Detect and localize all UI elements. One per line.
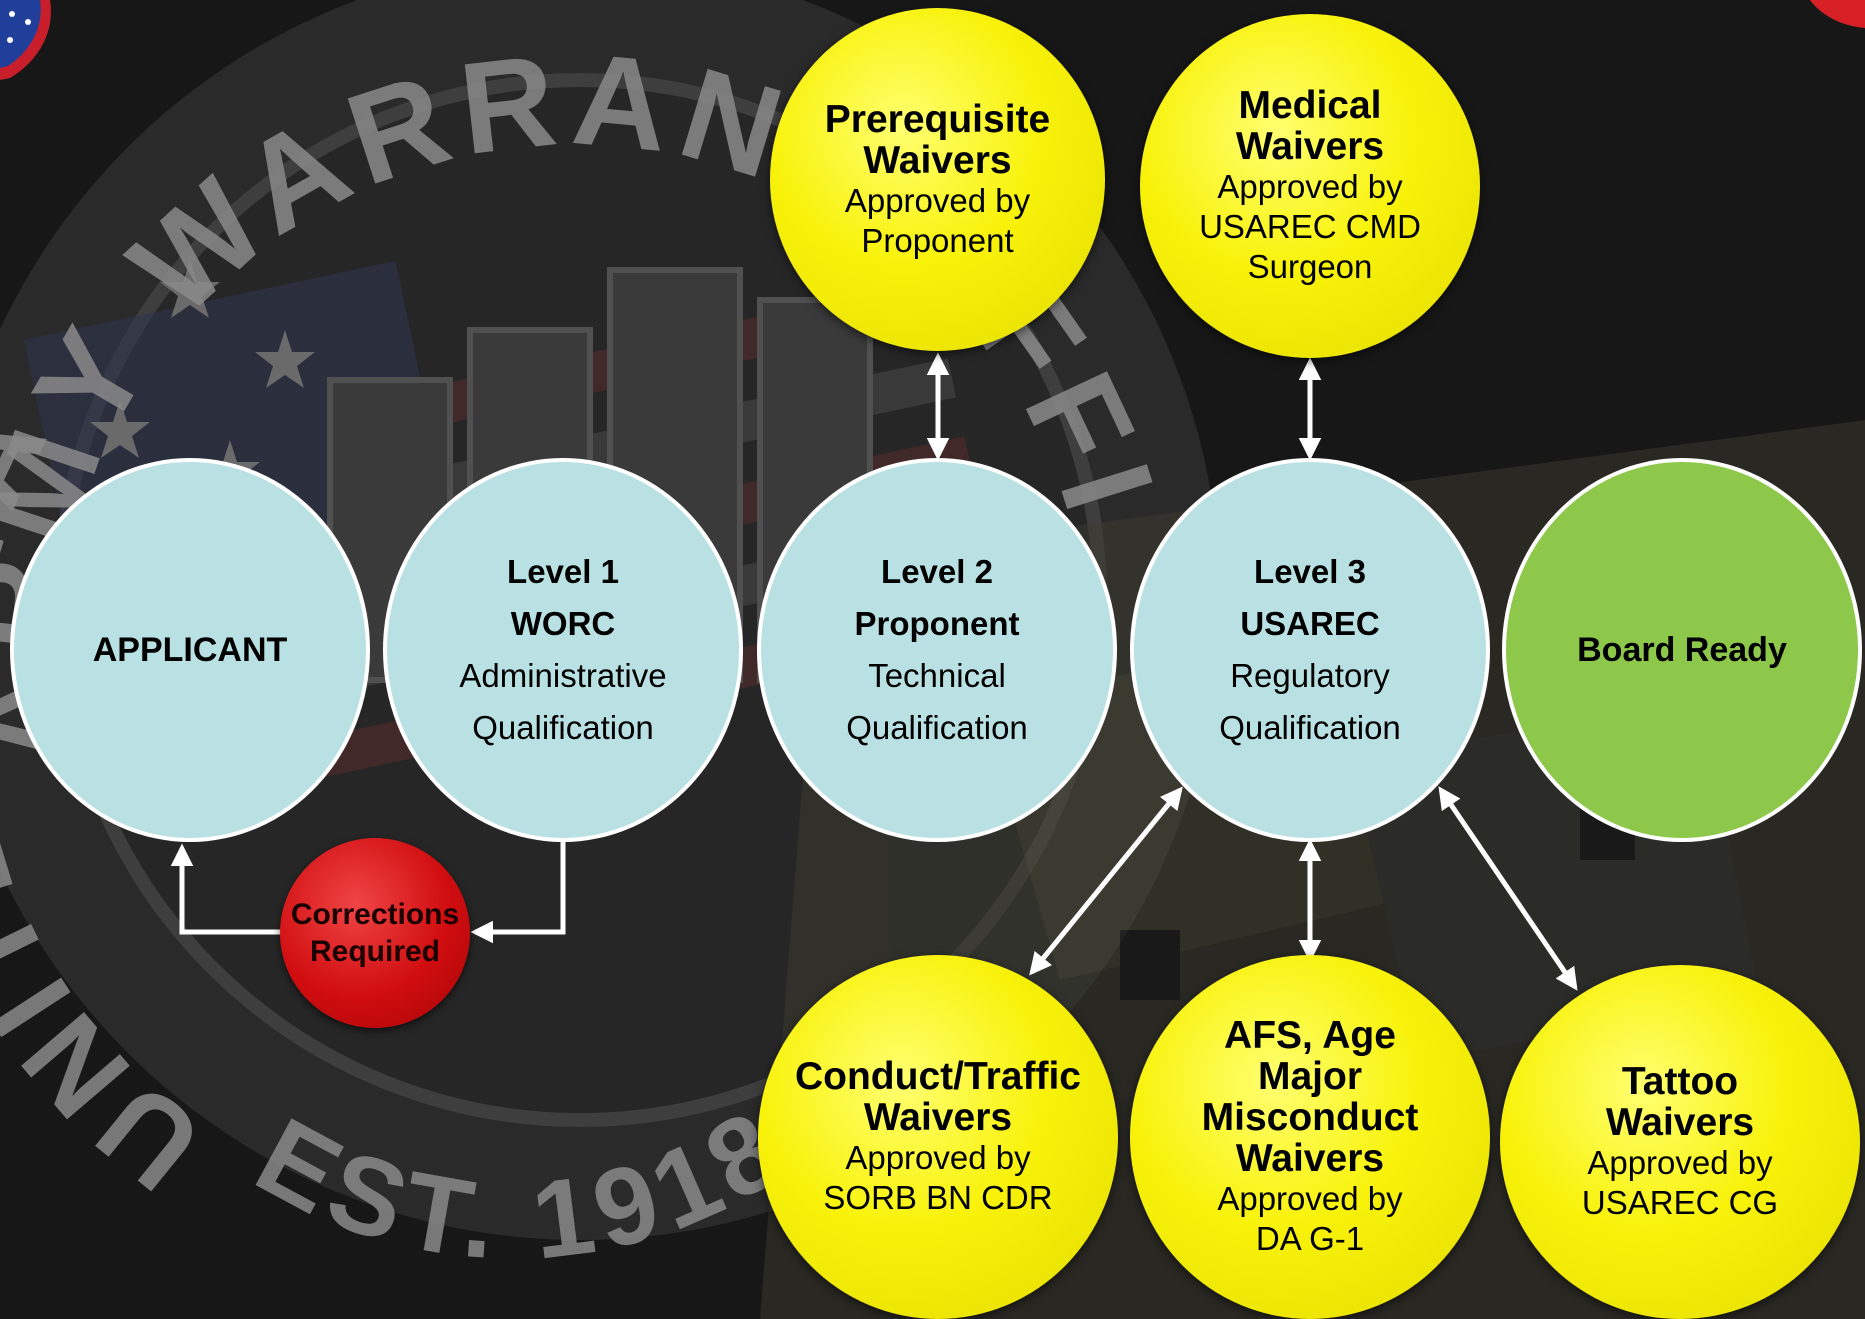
level1-line1: Administrative [459, 657, 667, 694]
level3-line1: Regulatory [1230, 657, 1390, 694]
tattoo-sub1: Approved by [1587, 1144, 1773, 1181]
level2-line1: Technical [868, 657, 1006, 694]
conduct-traffic-waivers-node: Conduct/Traffic Waivers Approved by SORB… [758, 955, 1118, 1319]
corner-logo-right [1810, 0, 1865, 28]
corrections-line2: Required [309, 935, 441, 968]
tattoo-title2: Waivers [1605, 1101, 1755, 1144]
afs-title1: AFS, Age [1224, 1014, 1396, 1057]
conduct-title2: Waivers [863, 1096, 1013, 1139]
corrections-line1: Corrections [290, 898, 460, 931]
conduct-title1: Conduct/Traffic [794, 1055, 1081, 1098]
afs-sub2: DA G-1 [1255, 1220, 1365, 1257]
medical-waivers-node: Medical Waivers Approved by USAREC CMD S… [1140, 14, 1480, 358]
tattoo-waivers-node: Tattoo Waivers Approved by USAREC CG [1500, 965, 1860, 1319]
prerequisite-title1: Prerequisite [824, 97, 1051, 141]
level1-org-label: WORC [510, 605, 616, 642]
level1-level-label: Level 1 [507, 553, 619, 590]
afs-title2: Major [1257, 1055, 1362, 1098]
level2-org-label: Proponent [854, 605, 1020, 642]
level2-line2: Qualification [846, 709, 1028, 746]
medical-title2: Waivers [1235, 125, 1385, 168]
board-ready-node: Board Ready [1502, 458, 1862, 842]
conduct-sub2: SORB BN CDR [823, 1179, 1053, 1216]
corner-logo-left [0, 0, 51, 80]
level3-line2: Qualification [1219, 709, 1401, 746]
medical-sub2: USAREC CMD [1199, 208, 1421, 245]
tattoo-title1: Tattoo [1621, 1060, 1739, 1103]
level3-org-label: USAREC [1240, 605, 1380, 642]
applicant-label: APPLICANT [92, 630, 288, 669]
corrections-required-node: Corrections Required [280, 838, 470, 1028]
connector-corrections-applicant [170, 843, 285, 935]
afs-title3: Misconduct [1201, 1096, 1419, 1139]
applicant-node: APPLICANT [10, 458, 370, 842]
prerequisite-sub2: Proponent [861, 221, 1014, 259]
level3-node: Level 3 USAREC Regulatory Qualification [1130, 458, 1490, 842]
prerequisite-sub1: Approved by [844, 181, 1031, 219]
medical-sub3: Surgeon [1247, 248, 1373, 285]
afs-age-waivers-node: AFS, Age Major Misconduct Waivers Approv… [1130, 955, 1490, 1319]
connector-level3-tattoo [1438, 786, 1578, 991]
connector-level3-conduct [1029, 786, 1183, 976]
medical-sub1: Approved by [1217, 168, 1403, 205]
level1-line2: Qualification [472, 709, 654, 746]
level1-node: Level 1 WORC Administrative Qualificatio… [383, 458, 743, 842]
prerequisite-title2: Waivers [863, 138, 1012, 182]
board-ready-label: Board Ready [1577, 630, 1787, 669]
medical-title1: Medical [1238, 84, 1382, 127]
level3-level-label: Level 3 [1254, 553, 1366, 590]
level2-level-label: Level 2 [881, 553, 993, 590]
afs-sub1: Approved by [1217, 1180, 1403, 1217]
tattoo-sub2: USAREC CG [1581, 1184, 1779, 1221]
prerequisite-waivers-node: Prerequisite Waivers Approved by Propone… [770, 8, 1105, 351]
level2-node: Level 2 Proponent Technical Qualificatio… [757, 458, 1117, 842]
afs-title4: Waivers [1235, 1137, 1385, 1180]
connector-level1-corrections [470, 840, 566, 944]
conduct-sub1: Approved by [845, 1139, 1031, 1176]
